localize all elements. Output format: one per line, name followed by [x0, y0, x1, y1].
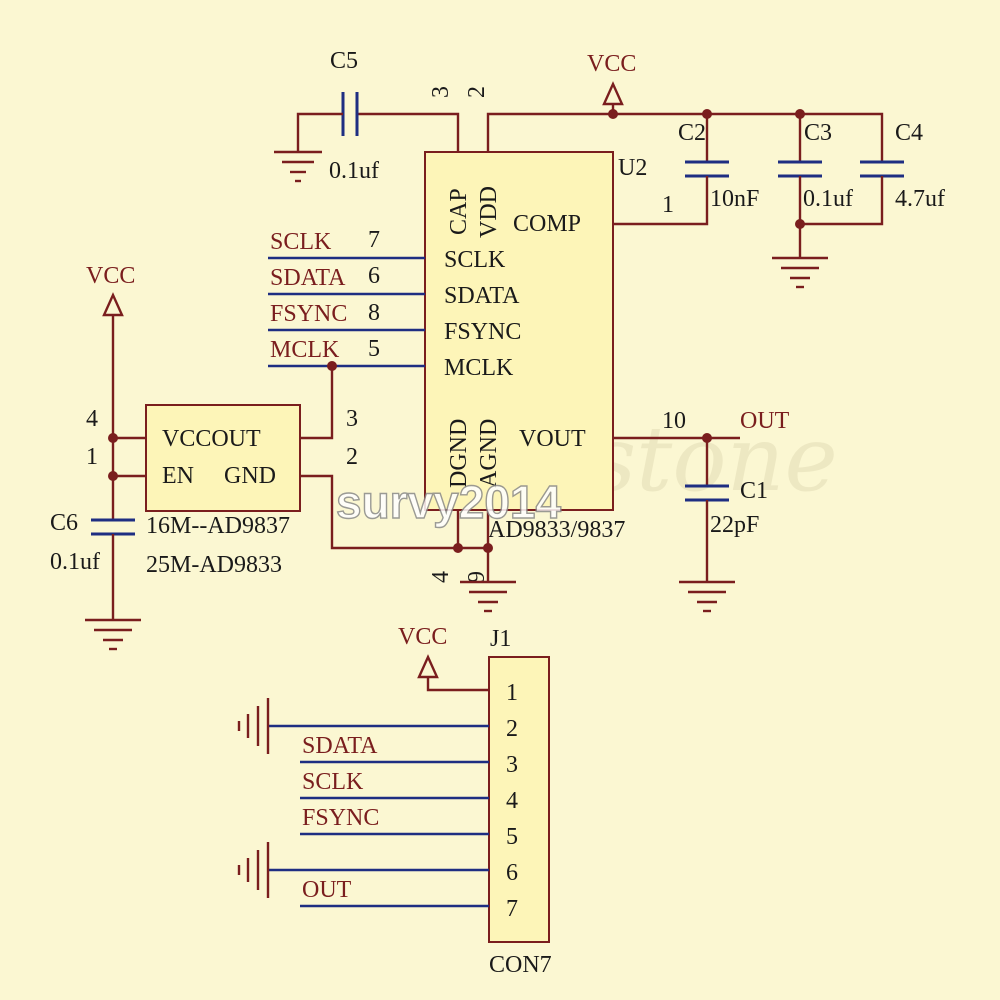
ic-u2-body [424, 151, 614, 511]
net-mclk-label: MCLK [270, 337, 340, 363]
pin-vdd-label: VDD [476, 186, 502, 238]
c1-ref: C1 [740, 478, 768, 504]
connector-j1-body [488, 656, 550, 943]
pin-vout-number: 10 [662, 408, 686, 434]
c2-ref: C2 [678, 120, 706, 146]
vcc-connector-label: VCC [398, 624, 447, 650]
connector-pin-2: 2 [506, 716, 518, 742]
c3-value: 0.1uf [803, 186, 853, 212]
junction-dot [608, 109, 618, 119]
wire-cap-c5 [357, 112, 460, 152]
pin-fsync-number: 8 [368, 300, 380, 326]
pin-agnd-label: AGND [476, 419, 502, 488]
net-out-label: OUT [740, 408, 790, 434]
connector-pin-1: 1 [506, 680, 518, 706]
connector-part: CON7 [489, 952, 552, 978]
wire-j1-pin1 [426, 677, 489, 692]
net-sclk-label: SCLK [270, 229, 332, 255]
pin-mclk-number: 5 [368, 336, 380, 362]
c1-value: 22pF [710, 512, 759, 538]
connector-pin-4: 4 [506, 788, 518, 814]
connector-net-sdata: SDATA [302, 733, 378, 759]
c6-ref: C6 [50, 510, 78, 536]
c5-value: 0.1uf [329, 158, 379, 184]
osc-pin-out-number: 3 [346, 406, 358, 432]
osc-note-1: 16M--AD9837 [146, 513, 290, 539]
wire-vdd-rail [486, 112, 884, 162]
wire-comp-c2 [613, 176, 709, 226]
vcc-left-label: VCC [86, 263, 135, 289]
osc-vccout-label: VCCOUT [162, 426, 261, 452]
connector-net-fsync: FSYNC [302, 805, 379, 831]
c4-ref: C4 [895, 120, 923, 146]
pin-fsync-label: FSYNC [444, 319, 521, 345]
net-fsync-label: FSYNC [270, 301, 347, 327]
osc-pin-en-number: 1 [86, 444, 98, 470]
pin-cap-number: 3 [428, 86, 454, 98]
oscillator-body [145, 404, 301, 512]
faint-watermark: stone [590, 407, 838, 512]
junction-dot [108, 433, 118, 443]
wire-osc-gnd [300, 474, 458, 550]
connector-pin-5: 5 [506, 824, 518, 850]
junction-dot [795, 219, 805, 229]
junction-dot [108, 471, 118, 481]
wire-c4-ground [800, 176, 884, 226]
connector-net-out: OUT [302, 877, 352, 903]
osc-pin-vcc-number: 4 [86, 406, 98, 432]
junction-dot [327, 361, 337, 371]
connector-pin-6: 6 [506, 860, 518, 886]
c4-value: 4.7uf [895, 186, 945, 212]
ic-u2-part: AD9833/9837 [488, 517, 625, 543]
pin-dgnd-number: 4 [428, 571, 454, 583]
ic-u2-ref: U2 [618, 155, 647, 181]
pin-sdata-label: SDATA [444, 283, 520, 309]
junction-dot [483, 543, 493, 553]
c5-ref: C5 [330, 48, 358, 74]
vcc-arrow-icon [102, 292, 124, 317]
wire-c5-ground [296, 112, 343, 152]
osc-en-label: EN [162, 463, 194, 489]
pin-sclk-label: SCLK [444, 247, 506, 273]
connector-pin-3: 3 [506, 752, 518, 778]
pin-vout-label: VOUT [519, 426, 586, 452]
connector-pin-7: 7 [506, 896, 518, 922]
vcc-top-label: VCC [587, 51, 636, 77]
pin-agnd-number: 9 [464, 571, 490, 583]
c2-value: 10nF [710, 186, 759, 212]
watermark-text: survy2014 [336, 476, 561, 528]
c3-ref: C3 [804, 120, 832, 146]
pin-mclk-label: MCLK [444, 355, 514, 381]
vcc-arrow-icon [602, 81, 624, 106]
osc-pin-gnd-number: 2 [346, 444, 358, 470]
pin-sclk-number: 7 [368, 227, 380, 253]
pin-comp-number: 1 [662, 192, 674, 218]
pin-cap-label: CAP [446, 188, 472, 235]
osc-note-2: 25M-AD9833 [146, 552, 282, 578]
pin-vdd-number: 2 [464, 86, 490, 98]
pin-comp-label: COMP [513, 211, 581, 237]
vcc-arrow-icon [417, 654, 439, 679]
wire-osc-mclk [300, 366, 334, 440]
c6-value: 0.1uf [50, 549, 100, 575]
connector-ref: J1 [490, 626, 511, 652]
connector-net-sclk: SCLK [302, 769, 364, 795]
osc-gnd-label: GND [224, 463, 276, 489]
net-sdata-label: SDATA [270, 265, 346, 291]
pin-dgnd-label: DGND [446, 419, 472, 488]
pin-sdata-number: 6 [368, 263, 380, 289]
